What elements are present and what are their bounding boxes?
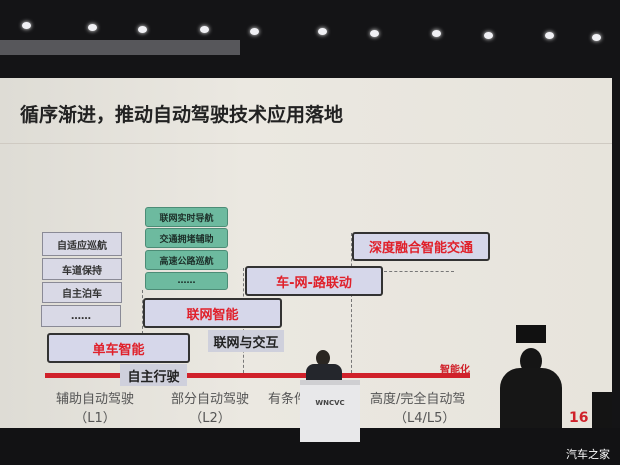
level-code: （L2） (189, 411, 231, 426)
level-l2: 部分自动驾驶 （L2） (165, 388, 255, 426)
level-l3: 有条件 (268, 388, 318, 407)
slide-title: 循序渐进，推动自动驾驶技术应用落地 (20, 104, 344, 126)
title-divider (0, 143, 612, 144)
l2-feature: 高速公路巡航 (145, 250, 228, 270)
stage-single-vehicle: 单车智能 (47, 333, 190, 363)
dotted-guide (384, 271, 454, 272)
page-number: 16 (569, 410, 589, 426)
level-code: （L4/L5） (394, 411, 456, 426)
podium-logo: WNCVC (315, 399, 345, 407)
l1-feature: 车道保持 (42, 258, 122, 280)
l2-feature: …… (145, 272, 228, 290)
l1-feature: 自主泊车 (42, 282, 122, 303)
progress-axis (45, 373, 470, 378)
level-l1: 辅助自动驾驶 （L1） (50, 388, 140, 426)
watermark: 汽车之家 (566, 448, 610, 461)
stage-autonomous: 自主行驶 (120, 364, 187, 386)
stage-connected-interaction: 联网与交互 (208, 330, 284, 352)
axis-label: 智能化 (440, 365, 470, 376)
level-l4-l5: 高度/完全自动驾 （L4/L5） (370, 388, 490, 426)
l1-feature: 自适应巡航 (42, 232, 122, 256)
level-name: 辅助自动驾驶 (55, 392, 134, 407)
level-name: 有条件 (268, 392, 308, 407)
dotted-guide (351, 233, 352, 373)
stage-deep-fusion: 深度融合智能交通 (352, 232, 490, 261)
podium: WNCVC (300, 380, 360, 442)
level-name: 部分自动驾驶 (170, 392, 249, 407)
stage-connected: 联网智能 (143, 298, 282, 328)
l2-feature: 交通拥堵辅助 (145, 228, 228, 248)
l1-feature: …… (41, 305, 121, 327)
dotted-guide (142, 290, 143, 334)
l2-feature: 联网实时导航 (145, 207, 228, 227)
stage-vehicle-network-road: 车-网-路联动 (245, 266, 383, 296)
level-code: （L1） (74, 411, 116, 426)
level-name: 高度/完全自动驾 (370, 392, 466, 407)
